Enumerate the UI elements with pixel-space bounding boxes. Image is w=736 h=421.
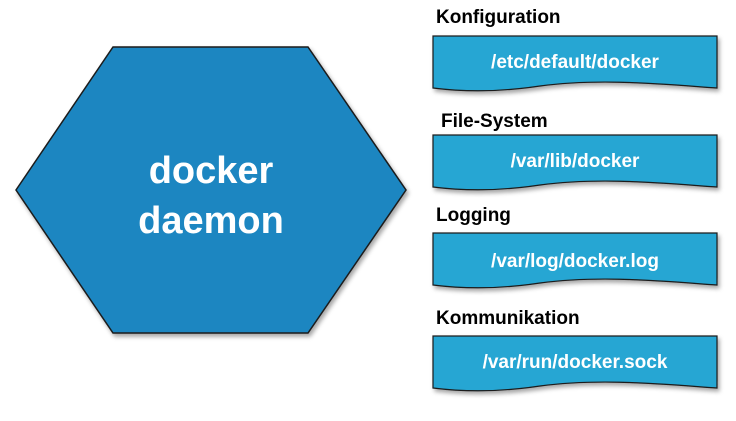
doc-shape-filesystem — [432, 134, 718, 191]
daemon-hexagon — [15, 46, 407, 334]
doc-shape-logging — [432, 232, 718, 289]
doc-path-logging: /var/log/docker.log — [491, 251, 659, 272]
daemon-label-line1: docker — [149, 150, 274, 192]
section-label-communication: Kommunikation — [436, 308, 580, 329]
daemon-label-line2: daemon — [138, 200, 284, 242]
doc-shape-config — [432, 35, 718, 92]
doc-path-filesystem: /var/lib/docker — [511, 151, 640, 172]
section-label-filesystem: File-System — [441, 111, 548, 132]
section-label-config: Konfiguration — [436, 7, 561, 28]
section-label-logging: Logging — [436, 205, 511, 226]
doc-path-communication: /var/run/docker.sock — [483, 352, 668, 373]
doc-shape-communication — [432, 335, 718, 392]
doc-path-config: /etc/default/docker — [491, 52, 659, 73]
